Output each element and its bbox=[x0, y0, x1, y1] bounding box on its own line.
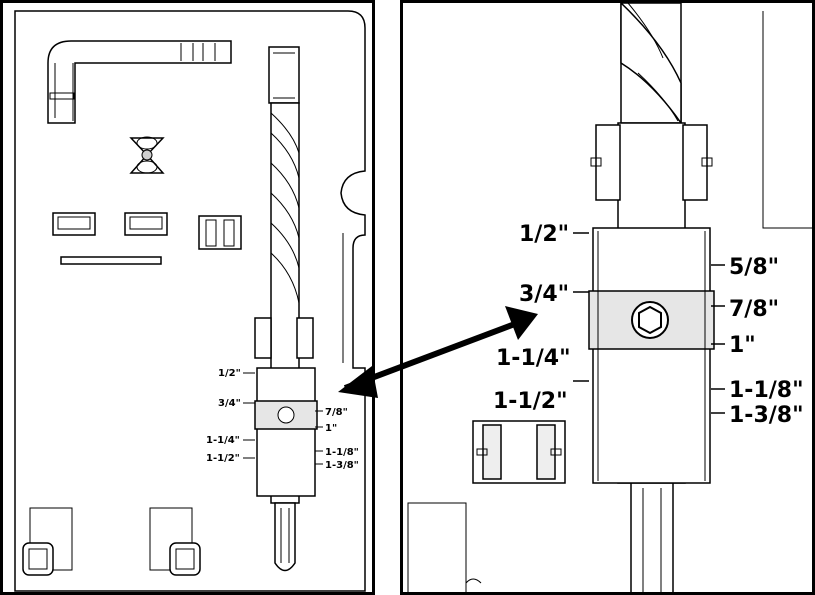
size-label: 1/2" bbox=[218, 368, 241, 379]
knob-icon bbox=[129, 136, 165, 174]
size-label: 1-1/2" bbox=[493, 389, 568, 414]
case-slot-corner bbox=[465, 578, 482, 584]
hex-key-icon bbox=[47, 40, 232, 124]
size-label: 1-1/8" bbox=[729, 378, 804, 403]
size-label: 1-1/4" bbox=[206, 435, 240, 446]
stop-collar-icon bbox=[472, 420, 566, 484]
size-label: 1/2" bbox=[519, 222, 569, 247]
size-label: 1" bbox=[729, 333, 756, 358]
stop-collar-icon bbox=[198, 215, 242, 250]
stop-collar-icon bbox=[588, 227, 715, 484]
size-label: 5/8" bbox=[729, 255, 779, 280]
clip-icon bbox=[124, 212, 168, 236]
size-label: 3/4" bbox=[218, 398, 241, 409]
stop-collar-icon bbox=[254, 367, 318, 497]
size-label: 1-3/8" bbox=[729, 403, 804, 428]
size-label: 7/8" bbox=[325, 407, 348, 418]
clip-icon bbox=[254, 317, 272, 359]
storage-slot bbox=[149, 507, 201, 576]
clip-icon bbox=[296, 317, 314, 359]
overview-drawing: 1/2" 3/4" 1-1/4" 1-1/2" 7/8" 1" 1-1/8" 1… bbox=[14, 10, 366, 592]
size-label: 1-3/8" bbox=[325, 460, 359, 471]
size-label: 3/4" bbox=[519, 282, 569, 307]
detail-panel: 1/2" 3/4" 1-1/4" 1-1/2" 5/8" 7/8" 1" 1-1… bbox=[400, 0, 815, 595]
clip-icon bbox=[682, 124, 713, 201]
clip-icon bbox=[52, 212, 96, 236]
size-label: 1-1/2" bbox=[206, 453, 240, 464]
clip-icon bbox=[590, 124, 621, 201]
size-label: 1-1/8" bbox=[325, 447, 359, 458]
overview-panel: 1/2" 3/4" 1-1/4" 1-1/2" 7/8" 1" 1-1/8" 1… bbox=[0, 0, 375, 595]
case-slot bbox=[407, 502, 467, 592]
case-tray-outline bbox=[14, 10, 366, 592]
size-label: 7/8" bbox=[729, 297, 779, 322]
case-wall bbox=[762, 11, 812, 229]
detail-drawing: 1/2" 3/4" 1-1/4" 1-1/2" 5/8" 7/8" 1" 1-1… bbox=[407, 3, 812, 592]
size-label: 1" bbox=[325, 423, 337, 434]
pin-icon bbox=[60, 256, 162, 265]
storage-slot bbox=[22, 507, 73, 576]
size-label: 1-1/4" bbox=[496, 346, 571, 371]
